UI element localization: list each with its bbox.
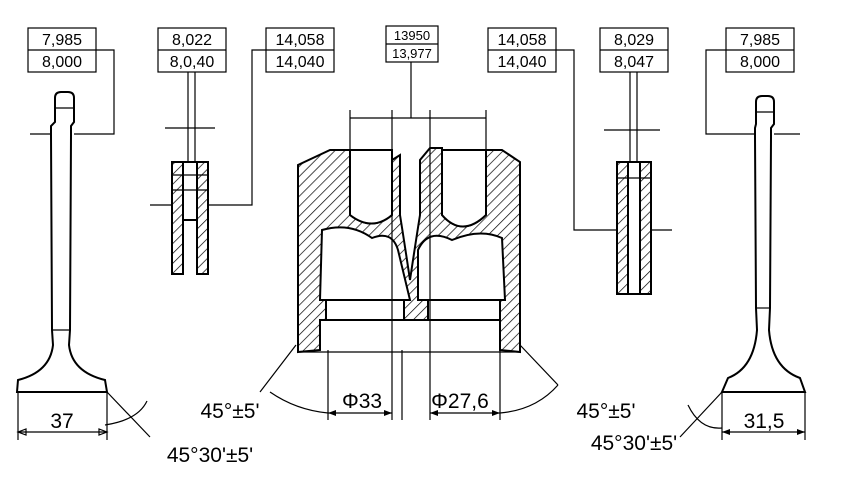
exhaust-head-diameter-label: 31,5 (744, 410, 785, 433)
intake-seat-diameter-label: Φ33 (342, 390, 382, 413)
intake-valve (15, 91, 151, 440)
exhaust-valve (679, 95, 807, 440)
exhaust-guide-bore-tolerance: 8,029 8,047 (599, 27, 669, 162)
intake-guide-bore-tolerance: 8,022 8,0,40 (157, 27, 227, 162)
exhaust-valve-face-angle-label: 45°30'±5' (591, 432, 677, 455)
intake-guide-od-max: 14,040 (276, 54, 325, 71)
intake-valve-face-angle-label: 45°30'±5' (167, 444, 253, 467)
intake-guide-bore-min: 8,022 (172, 32, 212, 49)
intake-stem-max: 8,000 (42, 54, 82, 71)
intake-head-diameter-label: 37 (50, 410, 73, 433)
intake-stem-tolerance: 7,985 8,000 (27, 27, 115, 135)
intake-seat-diameter-dimension: Φ33 (328, 390, 392, 416)
exhaust-guide-od-min: 14,058 (498, 32, 547, 49)
exhaust-stem-max: 8,000 (740, 54, 780, 71)
cylinder-head-section (297, 62, 521, 420)
intake-stem-min: 7,985 (42, 32, 82, 49)
intake-seat-angle: 45°±5' (201, 344, 329, 423)
intake-valve-guide (171, 161, 209, 275)
exhaust-guide-bore-max: 8,047 (614, 54, 654, 71)
head-bore-tolerance: 13950 13,977 (385, 25, 439, 63)
exhaust-stem-min: 7,985 (740, 32, 780, 49)
head-bore-max: 13,977 (392, 46, 432, 61)
exhaust-seat-angle: 45°±5' (499, 344, 636, 423)
intake-guide-od-min: 14,058 (276, 32, 325, 49)
intake-guide-od-tolerance: 14,058 14,040 (150, 27, 335, 206)
intake-seat-angle-label: 45°±5' (201, 400, 260, 423)
exhaust-seat-angle-label: 45°±5' (577, 400, 636, 423)
exhaust-valve-guide (616, 161, 652, 295)
exhaust-guide-od-max: 14,040 (498, 54, 547, 71)
exhaust-guide-bore-min: 8,029 (614, 32, 654, 49)
intake-guide-bore-max: 8,0,40 (170, 54, 215, 71)
exhaust-stem-tolerance: 7,985 8,000 (705, 27, 800, 135)
exhaust-seat-diameter-dimension: Φ27,6 (430, 390, 500, 416)
head-bore-min: 13950 (394, 28, 430, 43)
exhaust-guide-od-tolerance: 14,058 14,040 (487, 27, 672, 231)
exhaust-seat-diameter-label: Φ27,6 (431, 390, 489, 413)
